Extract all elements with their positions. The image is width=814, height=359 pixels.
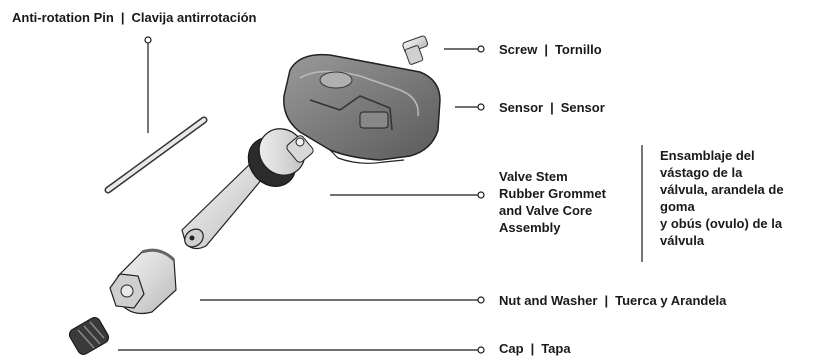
label-separator: | bbox=[530, 341, 535, 356]
label-cap-en: Cap bbox=[499, 341, 524, 356]
label-anti-rotation-pin: Anti-rotation Pin | Clavija antirrotación bbox=[12, 9, 256, 26]
label-sensor-es: Sensor bbox=[560, 100, 605, 115]
leader-cap-dot bbox=[477, 346, 485, 354]
label-nut-washer-es: Tuerca y Arandela bbox=[615, 293, 727, 308]
label-cap: Cap | Tapa bbox=[499, 340, 571, 357]
cap bbox=[68, 317, 110, 355]
label-anti-rotation-pin-en: Anti-rotation Pin bbox=[12, 10, 114, 25]
label-screw-en: Screw bbox=[499, 42, 538, 57]
nut-and-washer bbox=[109, 248, 177, 315]
anti-rotation-pin bbox=[104, 116, 208, 194]
label-separator: | bbox=[544, 42, 548, 57]
sensor bbox=[283, 53, 441, 164]
leader-nut-washer-dot bbox=[477, 296, 485, 304]
label-separator: | bbox=[604, 293, 609, 308]
label-cap-es: Tapa bbox=[541, 341, 571, 356]
label-screw: Screw | Tornillo bbox=[499, 41, 602, 58]
label-nut-washer: Nut and Washer | Tuerca y Arandela bbox=[499, 292, 726, 309]
leader-sensor-dot bbox=[477, 103, 485, 111]
label-sensor: Sensor | Sensor bbox=[499, 99, 605, 116]
screw bbox=[402, 35, 428, 65]
label-nut-washer-en: Nut and Washer bbox=[499, 293, 598, 308]
label-valve-stem-en: Valve Stem Rubber Grommet and Valve Core… bbox=[499, 169, 606, 235]
label-sensor-en: Sensor bbox=[499, 100, 544, 115]
label-separator: | bbox=[550, 100, 554, 115]
leader-anti-rotation-pin-dot bbox=[144, 36, 152, 44]
leader-screw-dot bbox=[477, 45, 485, 53]
valve-stem bbox=[181, 128, 314, 250]
label-anti-rotation-pin-es: Clavija antirrotación bbox=[131, 10, 257, 25]
leader-valve-stem-dot bbox=[477, 191, 485, 199]
label-valve-stem-es: Ensamblaje del vástago de la válvula, ar… bbox=[660, 148, 784, 248]
label-separator: | bbox=[120, 10, 125, 25]
leader-lines bbox=[118, 36, 643, 354]
label-screw-es: Tornillo bbox=[554, 42, 602, 57]
